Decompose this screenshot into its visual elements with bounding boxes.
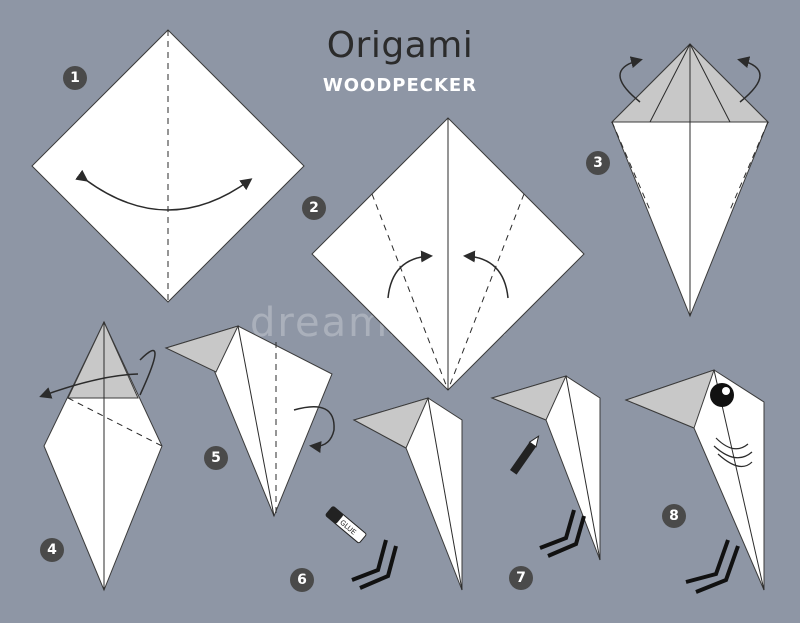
step-6-badge: 6 [290,568,314,592]
step-2-diagram [311,117,585,391]
page-title: Origami [326,25,474,66]
step-5-diagram [164,325,335,518]
step-6-diagram: GLUE [325,397,463,591]
eye-icon [710,383,734,407]
step-8-diagram [624,369,765,594]
step-4-diagram [39,320,163,592]
glue-stick-icon: GLUE [325,506,367,544]
step-2-badge: 2 [302,196,326,220]
pencil-icon [510,435,540,475]
step-5-badge: 5 [204,446,228,470]
step-7-diagram [490,375,601,561]
step-7-badge: 7 [509,566,533,590]
step-4-badge: 4 [40,538,64,562]
step-1-diagram [31,29,305,303]
page-subtitle: WOODPECKER [322,75,478,96]
step-3-badge: 3 [586,151,610,175]
step-8-badge: 8 [662,504,686,528]
step-1-badge: 1 [63,66,87,90]
step-3-diagram [610,43,770,318]
